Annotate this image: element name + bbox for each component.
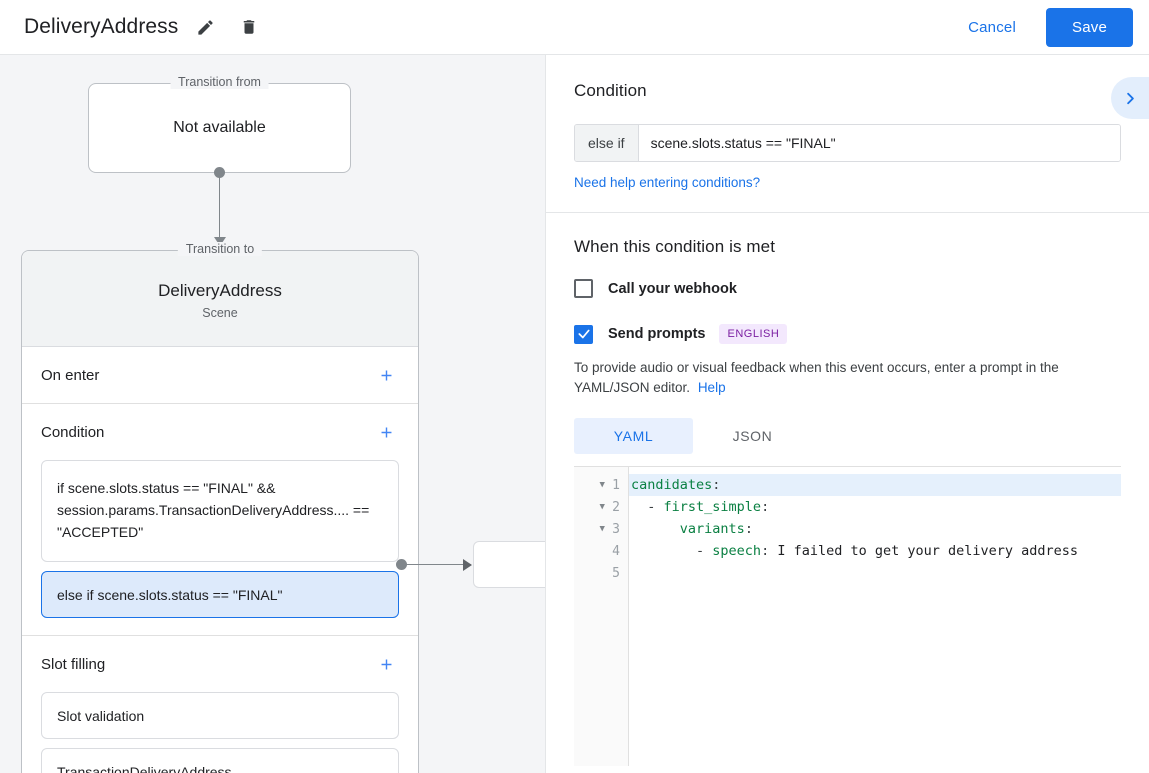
- editor-line-number: ▼3: [574, 518, 628, 540]
- plus-icon[interactable]: [373, 419, 399, 445]
- editor-code-line[interactable]: variants:: [679, 521, 753, 537]
- condition-section: Condition else if Need help entering con…: [546, 55, 1149, 213]
- plus-icon[interactable]: [373, 362, 399, 388]
- section-header: Condition: [41, 404, 399, 460]
- connector-dot-from: [214, 167, 225, 178]
- webhook-label: Call your webhook: [608, 280, 737, 297]
- section-header: Slot filling: [41, 636, 399, 692]
- connector-dot-condition: [396, 559, 407, 570]
- transition-to-box: Transition to DeliveryAddress Scene On e…: [21, 242, 419, 773]
- editor-code-area[interactable]: candidates: - first_simple: variants: - …: [629, 467, 1121, 766]
- editor-code-line[interactable]: candidates:: [629, 474, 1121, 496]
- chevron-right-icon[interactable]: [1111, 77, 1149, 119]
- connector-arrow-down: [214, 237, 226, 246]
- webhook-checkbox-row[interactable]: Call your webhook: [574, 279, 1121, 298]
- pencil-icon[interactable]: [188, 10, 222, 44]
- editor-gutter: ▼1▼2▼3 4 5: [574, 467, 629, 766]
- description-text: To provide audio or visual feedback when…: [574, 360, 1059, 395]
- details-panel: Condition else if Need help entering con…: [545, 55, 1149, 773]
- send-prompts-description: To provide audio or visual feedback when…: [574, 358, 1121, 398]
- when-condition-met-section: When this condition is met Call your web…: [546, 213, 1149, 773]
- editor-code-line[interactable]: - speech: I failed to get your delivery …: [631, 543, 1079, 559]
- send-prompts-checkbox[interactable]: [574, 324, 593, 344]
- section-title-condition: Condition: [41, 423, 105, 441]
- section-on-enter: On enter: [22, 347, 418, 404]
- when-met-heading: When this condition is met: [574, 237, 776, 256]
- editor-code-line[interactable]: - first_simple:: [631, 499, 770, 515]
- scene-card-header: DeliveryAddress Scene: [22, 251, 418, 347]
- connector-line-horizontal: [402, 564, 471, 565]
- page-title: DeliveryAddress: [24, 15, 179, 38]
- condition-field[interactable]: else if: [574, 124, 1121, 162]
- section-slot-filling: Slot filling Slot validation Transaction…: [22, 636, 418, 773]
- connector-line-vertical: [219, 173, 220, 240]
- transition-to-legend: Transition to: [177, 242, 263, 256]
- connector-arrow-right: [463, 559, 472, 571]
- send-prompts-label: Send prompts: [608, 326, 706, 342]
- chevron-down-icon[interactable]: ▼: [599, 524, 605, 534]
- scene-type: Scene: [202, 306, 238, 320]
- editor-line-number: ▼1: [574, 474, 628, 496]
- editor-code-line[interactable]: [629, 562, 1121, 584]
- section-title-slot-filling: Slot filling: [41, 655, 106, 673]
- trash-icon[interactable]: [232, 10, 266, 44]
- transition-from-box: Transition from Not available: [88, 75, 351, 173]
- section-header: On enter: [41, 347, 399, 403]
- save-button[interactable]: Save: [1046, 7, 1133, 47]
- top-app-bar: DeliveryAddress Cancel Save: [0, 0, 1149, 55]
- editor-line-number: ▼2: [574, 496, 628, 518]
- help-link[interactable]: Help: [697, 380, 726, 395]
- webhook-checkbox[interactable]: [574, 279, 593, 298]
- send-prompts-checkbox-row[interactable]: Send prompts ENGLISH: [574, 324, 1121, 344]
- condition-heading: Condition: [574, 81, 647, 100]
- editor-line-number: 5: [612, 565, 620, 581]
- graph-canvas[interactable]: Transition from Not available Transition…: [0, 55, 545, 773]
- transition-from-value: Not available: [173, 119, 266, 136]
- plus-icon[interactable]: [373, 651, 399, 677]
- editor-format-tabs: YAML JSON: [574, 418, 1121, 454]
- code-editor[interactable]: ▼1▼2▼3 4 5 candidates: - first_simple: var…: [574, 466, 1121, 766]
- condition-card[interactable]: if scene.slots.status == "FINAL" && sess…: [41, 460, 399, 562]
- slot-card[interactable]: TransactionDeliveryAddress: [41, 748, 399, 773]
- slot-validation-card[interactable]: Slot validation: [41, 692, 399, 739]
- language-badge: ENGLISH: [719, 324, 788, 344]
- transition-target-box[interactable]: [473, 541, 545, 588]
- transition-from-legend: Transition from: [170, 75, 269, 89]
- condition-card-selected[interactable]: else if scene.slots.status == "FINAL": [41, 571, 399, 618]
- editor-line-number: 4: [612, 543, 620, 559]
- section-title-on-enter: On enter: [41, 366, 100, 384]
- chevron-down-icon[interactable]: ▼: [599, 502, 605, 512]
- tab-yaml[interactable]: YAML: [574, 418, 693, 454]
- condition-input[interactable]: [638, 125, 1120, 161]
- scene-name: DeliveryAddress: [158, 281, 282, 300]
- condition-help-link[interactable]: Need help entering conditions?: [574, 175, 761, 190]
- condition-prefix: else if: [575, 125, 639, 161]
- chevron-down-icon[interactable]: ▼: [599, 480, 605, 490]
- tab-json[interactable]: JSON: [732, 428, 773, 444]
- cancel-button[interactable]: Cancel: [952, 10, 1032, 45]
- section-condition: Condition if scene.slots.status == "FINA…: [22, 404, 418, 636]
